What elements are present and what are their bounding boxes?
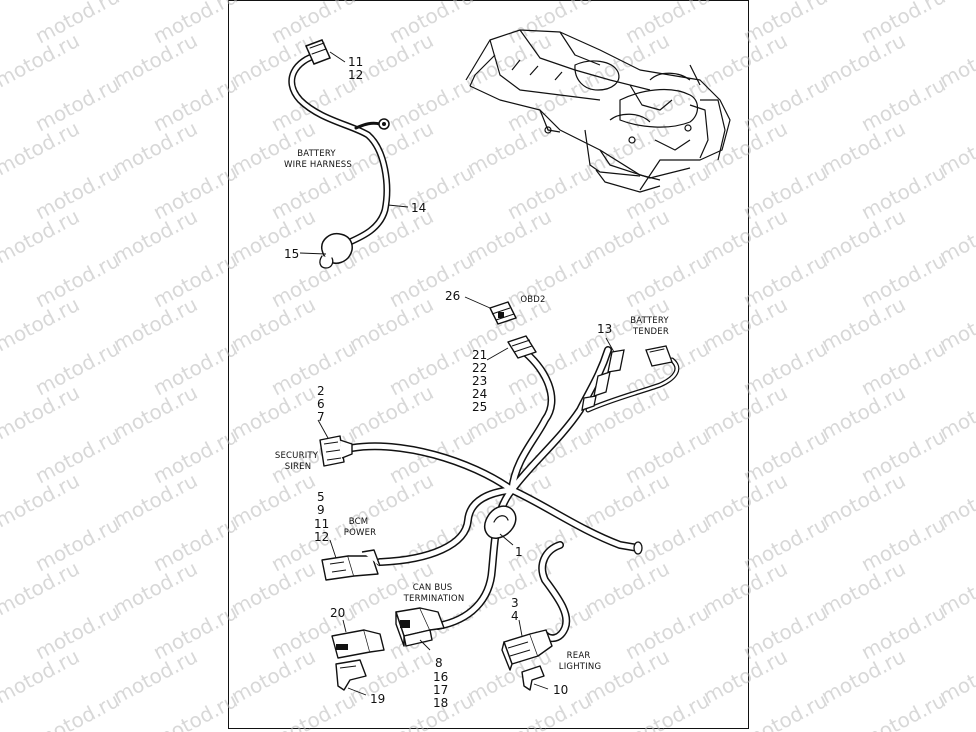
watermark-text: motod.ru [581, 0, 673, 4]
callout-26: 26 [445, 289, 460, 303]
callout-8: 8 [435, 656, 443, 670]
label-battery-tender: BATTERY TENDER [630, 316, 671, 337]
watermark-text: motod.ru [857, 688, 949, 732]
watermark-text: motod.ru [149, 688, 241, 732]
callout-16: 16 [433, 670, 448, 684]
callout-19: 19 [370, 692, 385, 706]
label-battery-wire-harness: BATTERY WIRE HARNESS [284, 149, 352, 170]
watermark-text: motod.ru [109, 0, 201, 4]
watermark-text: motod.ru [0, 0, 83, 4]
callout-numbers: 11 12 14 15 26 13 21 22 23 24 25 2 6 7 5… [284, 55, 612, 710]
callout-12b: 12 [314, 530, 329, 544]
connector-21-25 [507, 335, 537, 359]
callout-17: 17 [433, 683, 448, 697]
callout-12: 12 [348, 68, 363, 82]
callout-15: 15 [284, 247, 299, 261]
watermark-text: motod.ru [463, 0, 555, 4]
watermark-text: motod.ru [31, 688, 123, 732]
callout-21: 21 [472, 348, 487, 362]
label-obd2: OBD2 [520, 295, 545, 305]
motorcycle-frame-location-view [465, 29, 731, 193]
connector-20 [331, 629, 385, 659]
label-can-bus-termination: CAN BUS TERMINATION [403, 583, 465, 604]
callout-13: 13 [597, 322, 612, 336]
callout-1: 1 [515, 545, 523, 559]
bcm-power-connector [321, 549, 381, 581]
callout-10: 10 [553, 683, 568, 697]
watermark-text: motod.ru [817, 0, 909, 4]
watermark-text: motod.ru [621, 688, 713, 732]
watermark-text: motod.ru [385, 688, 477, 732]
callout-6: 6 [317, 397, 325, 411]
can-bus-termination-connector [395, 607, 445, 647]
callout-11: 11 [348, 55, 363, 69]
callout-14: 14 [411, 201, 426, 215]
connector-19 [335, 659, 367, 691]
callout-9: 9 [317, 503, 325, 517]
callout-3: 3 [511, 596, 519, 610]
component-labels: BATTERY WIRE HARNESS OBD2 BATTERY TENDER… [275, 149, 671, 672]
callout-5: 5 [317, 490, 325, 504]
watermark-text: motod.ru [267, 688, 359, 732]
callout-25: 25 [472, 400, 487, 414]
leader-lines [299, 51, 615, 696]
battery-wire-harness [288, 39, 391, 269]
connector-bracket-10 [521, 665, 545, 691]
watermark-text: motod.ru [503, 688, 595, 732]
watermark-text: motod.ru [227, 0, 319, 4]
rear-lighting-connector [501, 629, 553, 671]
label-bcm-power: BCM POWER [344, 517, 377, 538]
callout-7: 7 [317, 410, 325, 424]
label-rear-lighting: REAR LIGHTING [559, 651, 601, 672]
connectors [319, 301, 553, 691]
obd2-connector [489, 301, 517, 325]
label-security-siren: SECURITY SIREN [275, 451, 321, 472]
callout-11b: 11 [314, 517, 329, 531]
callout-4: 4 [511, 609, 519, 623]
callout-18: 18 [433, 696, 448, 710]
watermark-text: motod.ru [345, 0, 437, 4]
callout-22: 22 [472, 361, 487, 375]
callout-23: 23 [472, 374, 487, 388]
watermark-text: motod.ru [739, 688, 831, 732]
watermark-text: motod.ru [699, 0, 791, 4]
callout-2: 2 [317, 384, 325, 398]
callout-24: 24 [472, 387, 487, 401]
main-wire-harness [348, 344, 680, 643]
callout-20: 20 [330, 606, 345, 620]
security-siren-connector [319, 435, 353, 467]
